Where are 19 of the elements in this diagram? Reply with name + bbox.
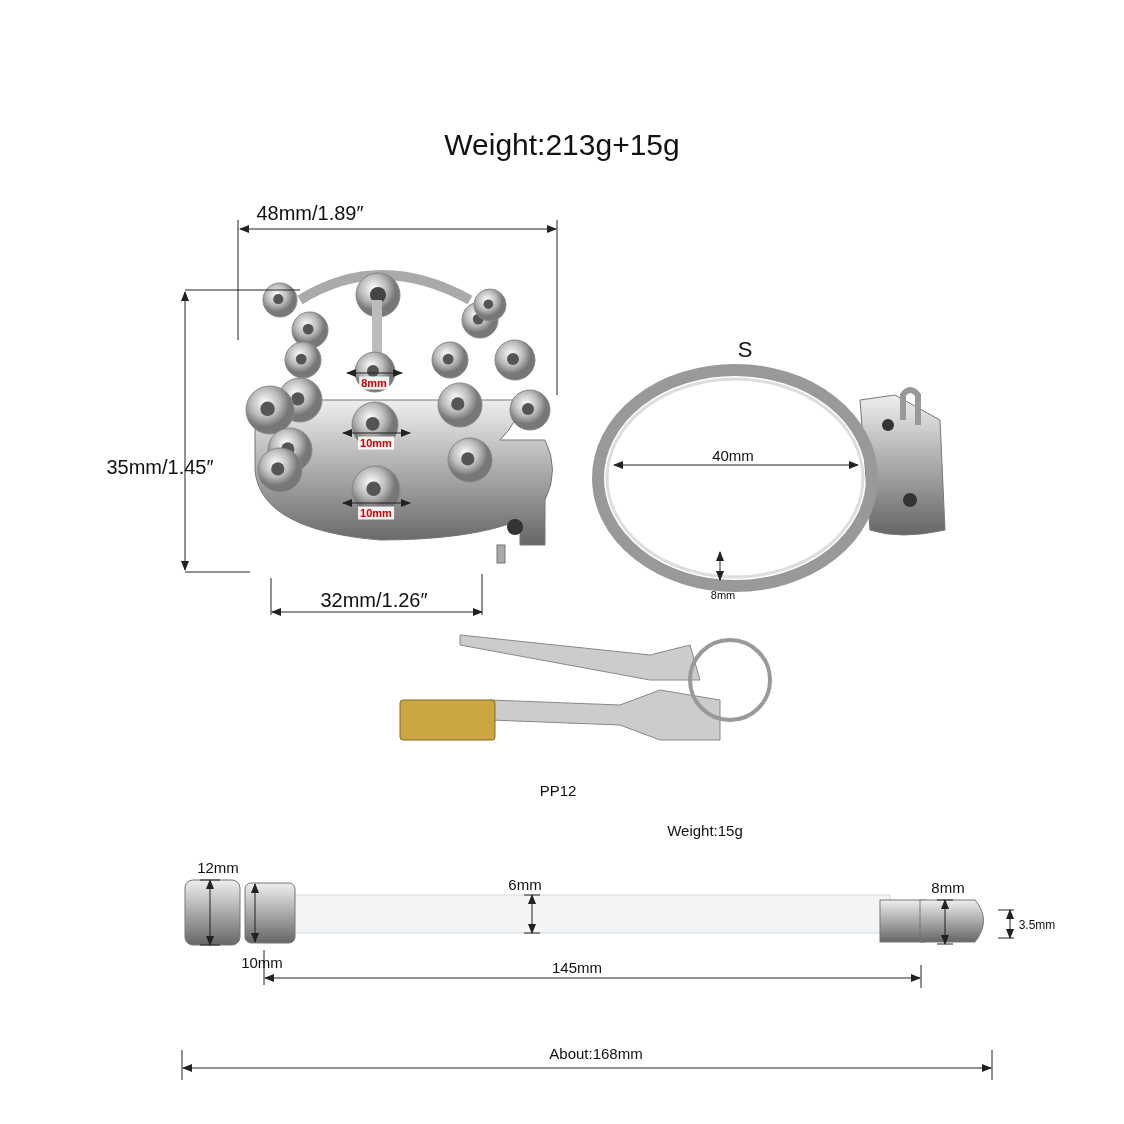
dimension-label: 8mm xyxy=(710,589,736,601)
dimension-label: PP12 xyxy=(539,782,577,798)
dimension-label: 8mm xyxy=(359,376,389,390)
dimension-label: S xyxy=(737,339,753,361)
dimension-label: 10mm xyxy=(358,506,394,520)
dimension-label: 145mm xyxy=(552,959,602,975)
dimension-label: 6mm xyxy=(508,876,542,892)
dimension-label: 12mm xyxy=(197,859,239,875)
weight-title: Weight:213g+15g xyxy=(444,128,680,162)
dimension-label: 32mm/1.26″ xyxy=(320,590,428,610)
dimension-label: 10mm xyxy=(358,436,394,450)
dimension-label: About:168mm xyxy=(549,1045,643,1061)
dimension-label: 8mm xyxy=(931,879,965,895)
dimension-label: Weight:15g xyxy=(667,822,743,838)
dimension-label: 40mm xyxy=(712,447,754,463)
dimension-label: 10mm xyxy=(241,954,283,970)
dimension-label: 3.5mm xyxy=(1018,919,1056,931)
dimension-label: 35mm/1.45″ xyxy=(106,457,214,477)
dimension-label: 48mm/1.89″ xyxy=(256,203,364,223)
